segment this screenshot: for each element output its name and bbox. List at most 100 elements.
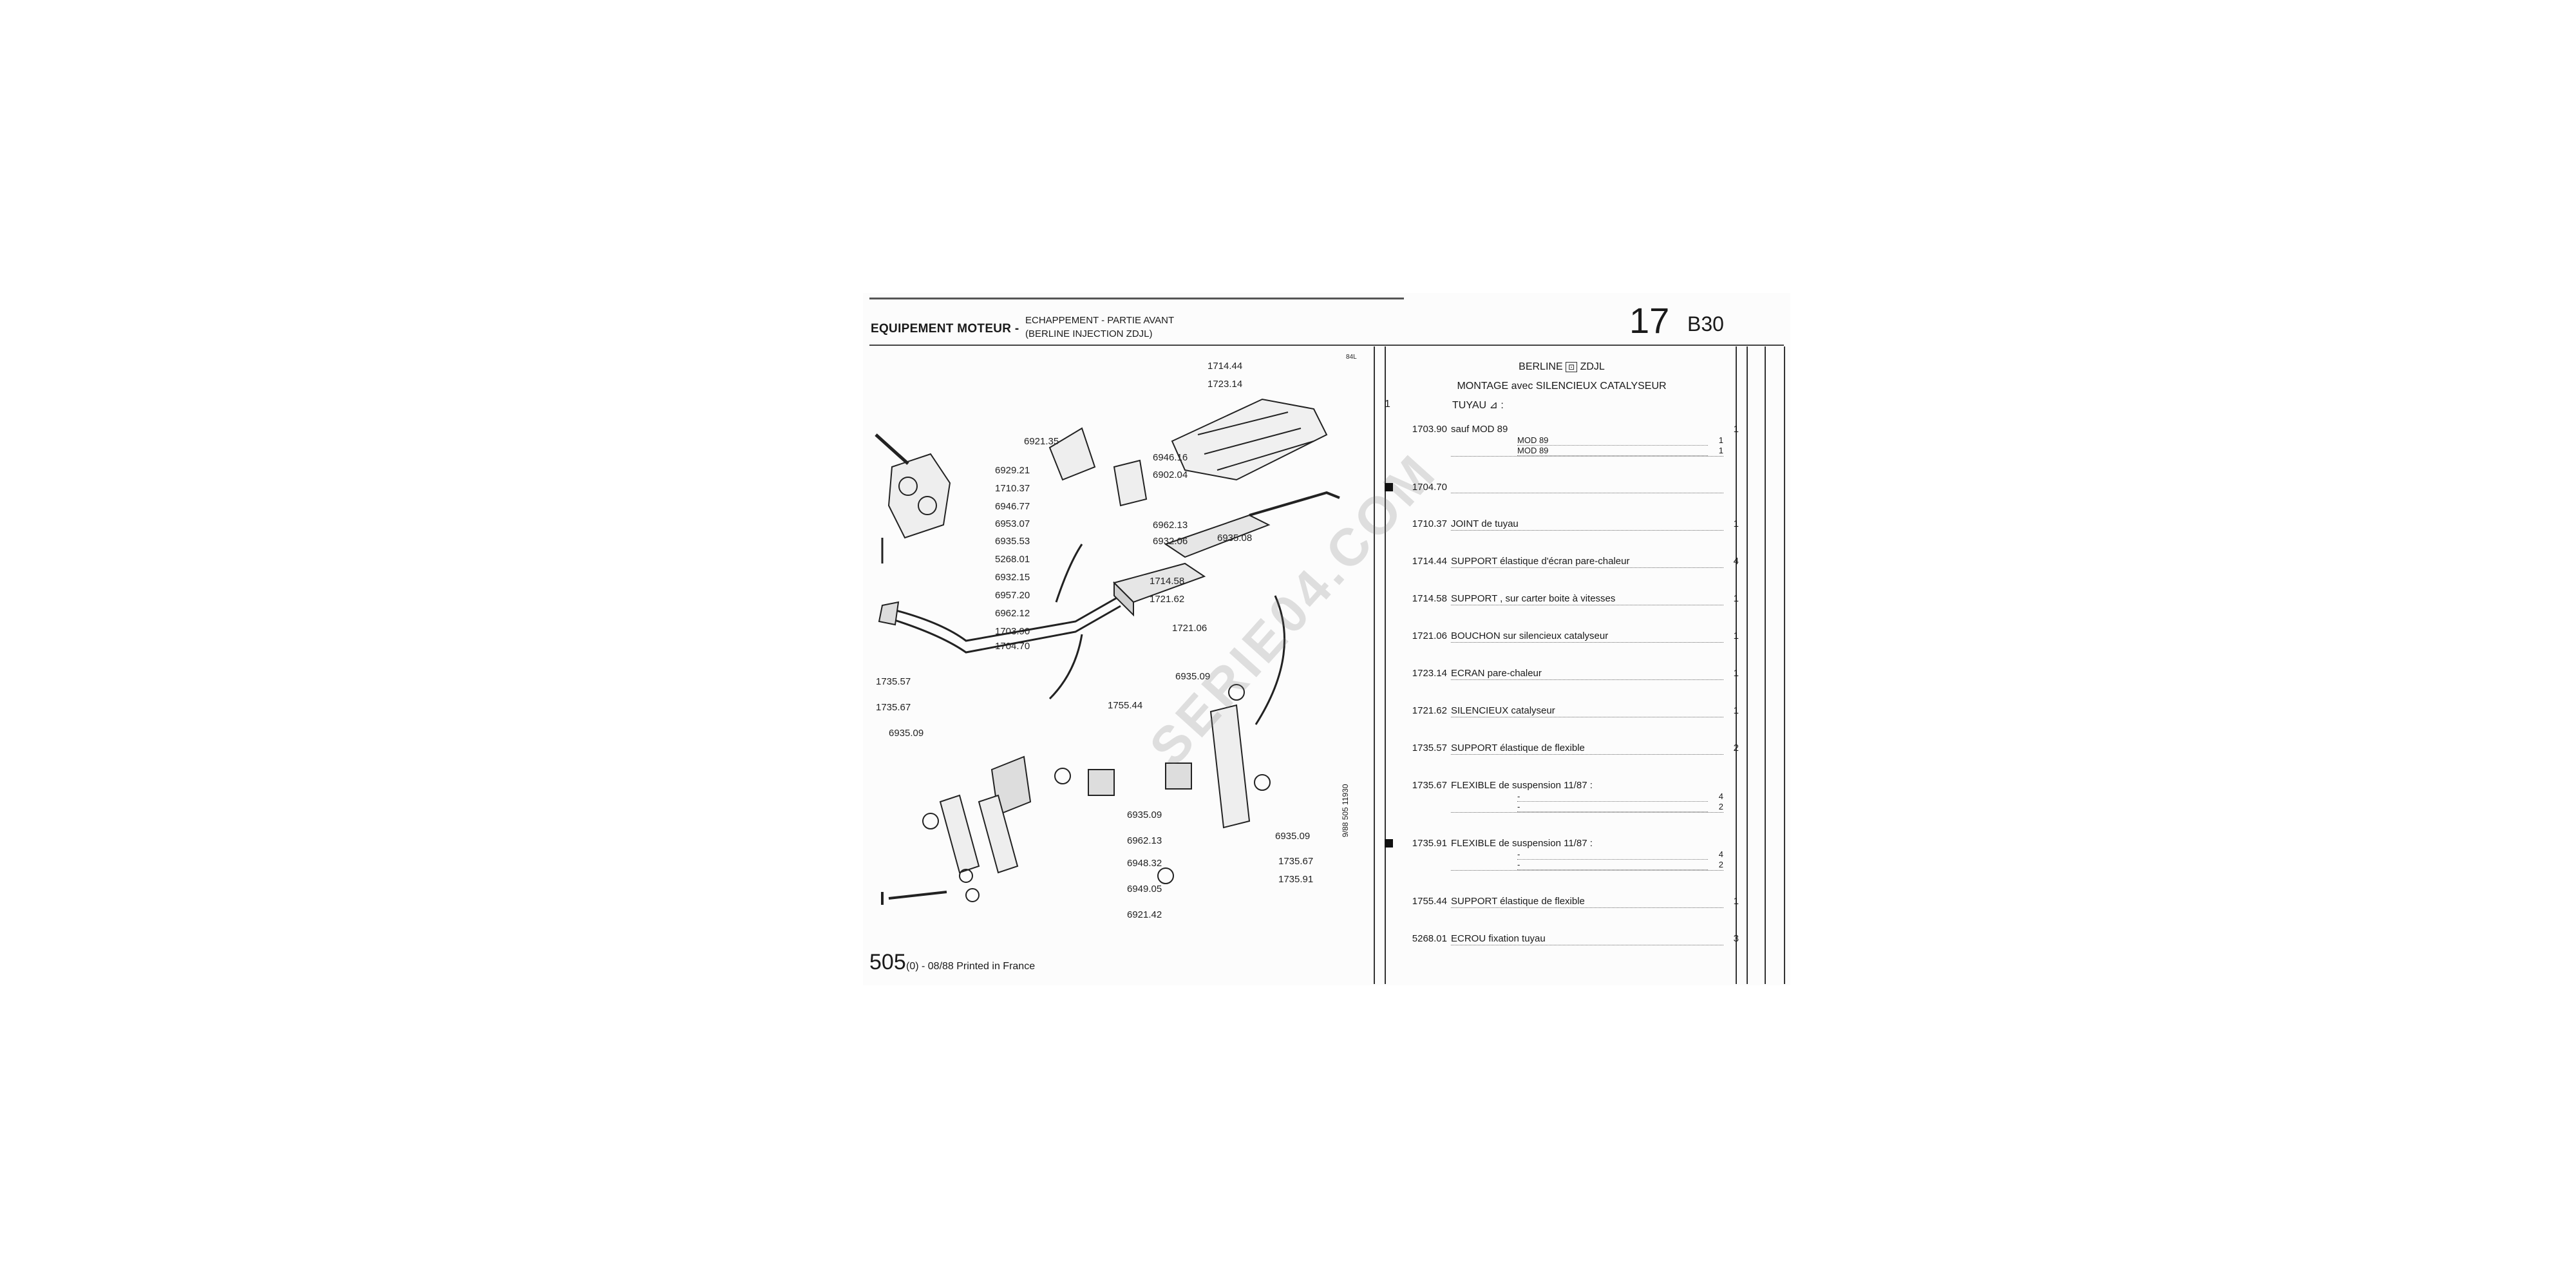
part-sub-qty: 2 xyxy=(1718,802,1723,811)
part-desc-text: sauf MOD 89 xyxy=(1451,424,1508,435)
part-ref: 1735.91 xyxy=(1412,838,1447,849)
part-desc: BOUCHON sur silencieux catalyseur xyxy=(1451,630,1723,643)
diagram-label: 5268.01 xyxy=(995,554,1030,565)
divider-qty-2 xyxy=(1747,346,1748,984)
part-qty xyxy=(1723,481,1739,493)
part-desc-text: JOINT de tuyau xyxy=(1451,518,1519,529)
exhaust-exploded-diagram: 6921.35 6929.21 1710.37 6946.77 6953.07 … xyxy=(875,354,1357,920)
catalog-row: 1721.62 SILENCIEUX catalyseur 1 xyxy=(1385,705,1739,717)
part-desc: SUPPORT , sur carter boite à vitesses xyxy=(1451,592,1723,605)
part-sub-text: - xyxy=(1517,849,1708,860)
catalog-title-1: BERLINE ⊡ ZDJL xyxy=(1385,357,1739,377)
part-ref: 1714.44 xyxy=(1412,556,1447,567)
front-icon: ⊿ : xyxy=(1489,400,1504,411)
parts-catalog: BERLINE ⊡ ZDJL MONTAGE avec SILENCIEUX C… xyxy=(1385,357,1739,970)
part-desc-text: SUPPORT élastique de flexible xyxy=(1451,896,1585,907)
catalog-row: 1714.44 SUPPORT élastique d'écran pare-ch… xyxy=(1385,555,1739,568)
part-qty: 4 xyxy=(1733,556,1739,567)
part-ref: 1703.90 xyxy=(1412,424,1447,435)
part-desc: JOINT de tuyau xyxy=(1451,518,1723,531)
part-desc-text: SILENCIEUX catalyseur xyxy=(1451,705,1555,716)
diagram-label: 1735.67 xyxy=(1278,856,1313,867)
part-desc-text: SUPPORT , sur carter boite à vitesses xyxy=(1451,593,1616,604)
diagram-label: 1710.37 xyxy=(995,483,1030,494)
diagram-label: 1704.70 xyxy=(995,641,1030,652)
diagram-label: 1755.44 xyxy=(1108,700,1142,711)
divider-qty-1 xyxy=(1736,346,1737,984)
part-qty: 2 xyxy=(1733,743,1739,753)
part-ref: 1704.70 xyxy=(1412,482,1447,493)
part-ref: 1721.62 xyxy=(1412,705,1447,716)
new-part-marker xyxy=(1385,632,1393,640)
part-ref: 1714.58 xyxy=(1412,593,1447,604)
part-qty: 1 xyxy=(1733,896,1739,907)
part-desc: SUPPORT élastique d'écran pare-chaleur xyxy=(1451,555,1723,568)
divider-catalog xyxy=(1385,346,1386,984)
header-rule xyxy=(869,345,1784,346)
part-desc-text: ECROU fixation tuyau xyxy=(1451,933,1546,944)
part-sub-text: - xyxy=(1517,860,1708,870)
diagram-label: 6935.08 xyxy=(1217,533,1252,544)
diagram-label: 6932.06 xyxy=(1153,536,1188,547)
diagram-label: 6921.42 xyxy=(1127,909,1162,920)
part-qty: 3 xyxy=(1733,933,1739,944)
part-desc-text: SUPPORT élastique d'écran pare-chaleur xyxy=(1451,556,1630,567)
part-desc: ECRAN pare-chaleur xyxy=(1451,667,1723,680)
diagram-label: 6962.12 xyxy=(995,608,1030,619)
new-part-marker xyxy=(1385,897,1393,905)
part-desc-text: SUPPORT élastique de flexible xyxy=(1451,743,1585,753)
diagram-label: 6948.32 xyxy=(1127,858,1162,869)
diagram-label: 6935.09 xyxy=(1127,810,1162,820)
catalog-row: 1704.70 xyxy=(1385,481,1739,493)
new-part-marker xyxy=(1385,594,1393,603)
new-part-marker xyxy=(1385,934,1393,943)
part-desc-text: BOUCHON sur silencieux catalyseur xyxy=(1451,630,1609,641)
part-ref: 1710.37 xyxy=(1412,518,1447,529)
diagram-label: 6953.07 xyxy=(995,518,1030,529)
part-ref: 1723.14 xyxy=(1412,668,1447,679)
part-sub: -2 xyxy=(1451,860,1723,870)
footer-text: (0) - 08/88 Printed in France xyxy=(906,961,1036,972)
part-desc: FLEXIBLE de suspension 11/87 :-4-2 xyxy=(1451,779,1723,813)
part-sub-text: - xyxy=(1517,791,1708,802)
part-sub: MOD 89 1 xyxy=(1451,435,1723,446)
new-part-marker xyxy=(1385,557,1393,565)
engine-code-icon: ⊡ xyxy=(1566,362,1578,372)
part-desc: FLEXIBLE de suspension 11/87 :-4-2 xyxy=(1451,837,1723,871)
diagram-label: 6935.09 xyxy=(889,728,923,739)
part-desc-text: FLEXIBLE de suspension 11/87 : xyxy=(1451,838,1593,849)
part-qty: 1 xyxy=(1733,593,1739,604)
part-sub-text: - xyxy=(1517,802,1708,812)
part-sub-qty: 1 xyxy=(1718,446,1723,455)
part-sub-qty: 4 xyxy=(1718,849,1723,859)
diagram-label: 1735.91 xyxy=(1278,874,1313,885)
catalog-title-code: ZDJL xyxy=(1580,361,1605,372)
part-desc xyxy=(1451,481,1723,493)
new-part-marker xyxy=(1385,669,1393,677)
part-qty: 1 xyxy=(1733,705,1739,716)
new-part-marker xyxy=(1385,483,1393,491)
diagram-label: 1703.90 xyxy=(995,626,1030,637)
page-code: B30 xyxy=(1687,312,1724,336)
group-level: 1 xyxy=(1385,399,1390,410)
new-part-marker xyxy=(1385,520,1393,528)
diagram-label: 6946.77 xyxy=(995,501,1030,512)
part-sub-qty: 1 xyxy=(1718,435,1723,445)
part-desc: ECROU fixation tuyau xyxy=(1451,933,1723,945)
group-tuyau: 1 TUYAU ⊿ : xyxy=(1385,399,1739,412)
part-sub: -4 xyxy=(1451,791,1723,802)
new-part-marker xyxy=(1385,781,1393,790)
diagram-label: 6932.15 xyxy=(995,572,1030,583)
diagram-label: 1721.06 xyxy=(1172,623,1207,634)
part-qty xyxy=(1723,779,1739,813)
diagram-label: 6935.09 xyxy=(1175,671,1210,682)
part-sub-text: MOD 89 xyxy=(1517,435,1708,446)
catalog-row: 1714.58 SUPPORT , sur carter boite à vite… xyxy=(1385,592,1739,605)
